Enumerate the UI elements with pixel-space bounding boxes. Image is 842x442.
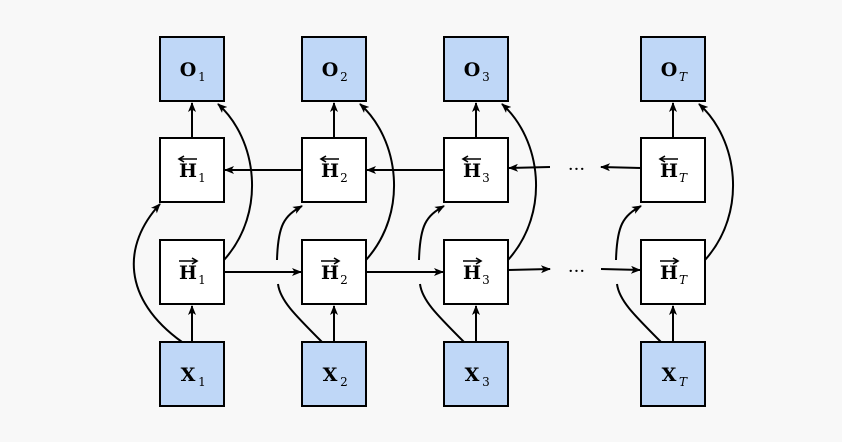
edge-hf3-to-o3 <box>501 103 537 261</box>
forward-arrow-icon <box>179 257 199 265</box>
edge-dots-to-hb3 <box>508 163 551 172</box>
edge-xT-to-hbT-lower <box>616 283 662 343</box>
forward-hidden-node-3-label: H <box>463 262 481 284</box>
edge-hf3-to-dots <box>507 265 551 274</box>
backward-hidden-node-1-subscript: 1 <box>198 171 206 185</box>
input-node-1-subscript: 1 <box>198 375 206 389</box>
output-node-2-label: O <box>322 59 339 81</box>
edge-x1-to-hb1 <box>132 203 183 343</box>
input-node-3-subscript: 3 <box>482 375 490 389</box>
backward-hidden-node-3-label: H <box>463 160 481 182</box>
output-node-1-subscript: 1 <box>198 70 206 84</box>
backward-hidden-node-3-box <box>443 137 509 203</box>
input-node-T-box <box>640 341 706 407</box>
forward-hidden-node-3-box <box>443 239 509 305</box>
ellipsis-forward: ··· <box>568 261 585 282</box>
forward-hidden-node-T-label: H <box>660 262 678 284</box>
backward-hidden-node-2-subscript: 2 <box>340 171 348 185</box>
backward-hidden-node-T-box <box>640 137 706 203</box>
input-node-2-subscript: 2 <box>340 375 348 389</box>
forward-hidden-node-1-subscript: 1 <box>198 273 206 287</box>
backward-hidden-node-1-box <box>159 137 225 203</box>
input-node-2-label: X <box>323 364 338 386</box>
edge-hf1-to-o1 <box>217 103 253 261</box>
ellipsis-backward: ··· <box>568 159 585 180</box>
input-node-2-box <box>301 341 367 407</box>
backward-arrow-icon <box>177 155 197 163</box>
edge-dots-to-hfT <box>600 265 641 274</box>
forward-hidden-node-T-subscript: T <box>679 273 688 287</box>
input-node-1-box <box>159 341 225 407</box>
forward-hidden-node-3-subscript: 3 <box>482 273 490 287</box>
edge-xT-to-hbT-upper <box>615 205 642 261</box>
output-node-T-box <box>640 36 706 102</box>
edge-hf2-to-o2 <box>359 103 395 261</box>
backward-arrow-icon <box>461 155 481 163</box>
input-node-1-label: X <box>181 364 196 386</box>
output-node-3-label: O <box>464 59 481 81</box>
backward-hidden-node-T-subscript: T <box>679 171 688 185</box>
edges-layer <box>132 102 734 343</box>
output-node-1-label: O <box>180 59 197 81</box>
input-node-T-label: X <box>662 364 677 386</box>
edge-hfT-to-oT <box>698 103 734 261</box>
input-node-T-subscript: T <box>679 375 688 389</box>
output-node-3-box <box>443 36 509 102</box>
backward-hidden-node-2-label: H <box>321 160 339 182</box>
input-node-3-box <box>443 341 509 407</box>
forward-hidden-node-1-label: H <box>179 262 197 284</box>
ellipsis-layer: ··· ··· <box>568 159 585 282</box>
output-node-1-box <box>159 36 225 102</box>
output-node-T-label: O <box>661 59 678 81</box>
output-node-2-box <box>301 36 367 102</box>
input-node-3-label: X <box>465 364 480 386</box>
edge-x2-to-hb2-upper <box>276 205 303 261</box>
forward-arrow-icon <box>463 257 483 265</box>
backward-hidden-node-3-subscript: 3 <box>482 171 490 185</box>
forward-hidden-node-1-box <box>159 239 225 305</box>
forward-hidden-node-2-label: H <box>321 262 339 284</box>
forward-arrow-icon <box>660 257 680 265</box>
backward-hidden-node-T-label: H <box>660 160 678 182</box>
output-node-3-subscript: 3 <box>482 70 490 84</box>
forward-hidden-node-2-box <box>301 239 367 305</box>
backward-arrow-icon <box>658 155 678 163</box>
backward-arrow-icon <box>319 155 339 163</box>
edge-x2-to-hb2-lower <box>277 283 323 343</box>
edge-hbT-to-dots <box>600 163 642 172</box>
forward-arrow-icon <box>321 257 341 265</box>
forward-hidden-node-2-subscript: 2 <box>340 273 348 287</box>
output-node-T-subscript: T <box>679 70 688 84</box>
output-node-2-subscript: 2 <box>340 70 348 84</box>
edge-x3-to-hb3-lower <box>419 283 465 343</box>
backward-hidden-node-1-label: H <box>179 160 197 182</box>
forward-hidden-node-T-box <box>640 239 706 305</box>
backward-hidden-node-2-box <box>301 137 367 203</box>
edge-x3-to-hb3-upper <box>418 205 445 261</box>
